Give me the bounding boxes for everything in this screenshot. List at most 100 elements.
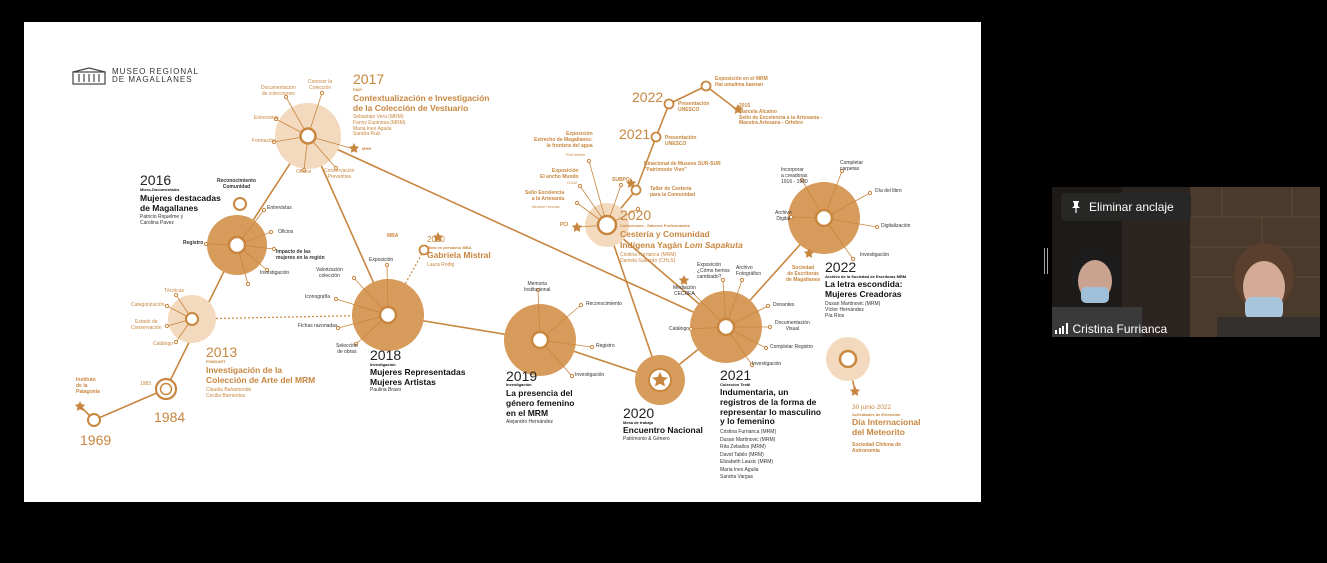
year-1969: 1969 <box>80 432 112 448</box>
n2022-met-tag: Actividades de Extensión <box>852 412 901 417</box>
year-2017: 2017 <box>353 71 385 87</box>
year-2018: 2018 <box>370 347 402 363</box>
n2016-spoke-3: Oficios <box>278 229 294 235</box>
n2020c-title2-main: Indígena Yagán <box>620 240 683 250</box>
n2022-spoke-1: Completar carpetas <box>840 160 864 172</box>
n2021-spoke-7: Completar Registro <box>770 344 814 350</box>
n2020c-spoke-3: Sello Excelencia a la Artesanía <box>525 190 565 202</box>
n2020c-spoke-1-tag: PNA Madrid <box>566 153 585 157</box>
chain-4-label: Exposición en el MRM Hai umalima kaenan <box>715 76 768 88</box>
n2018-title: Mujeres Representadas Mujeres Artistas <box>370 367 466 387</box>
n2021-tag: Colección Textil <box>720 382 751 387</box>
year-2013: 2013 <box>206 344 238 360</box>
n2021-authors: Cristina Furrianca (MRM) Dusan Martinovi… <box>720 429 777 480</box>
n2021-title: Indumentaria, un registros de la forma d… <box>720 387 822 427</box>
n2016-tag: Micro-Documentales <box>140 187 180 192</box>
n2022-met-sub: Sociedad Chilena de Astronomía <box>852 442 901 454</box>
n2013-spoke-4: Catálogo <box>153 341 174 347</box>
n2020c-title2: Indígena Yagán Lom Sapakuta <box>620 240 743 251</box>
n2020c-spoke-2-tag: CCLM <box>567 181 577 185</box>
n1969-label: Instituto de la Patagonia <box>76 377 100 395</box>
n2016-authors: Patricio Riquelme y Carolina Pavez <box>140 214 184 226</box>
n2013-tag: FONDART <box>206 359 226 364</box>
timeline-graphic <box>74 80 880 427</box>
n2016-spoke-6: Registro <box>183 240 204 246</box>
n2016-spoke-2: Entrevistas <box>267 205 292 211</box>
n2020c-title: Cestería y Comunidad <box>620 229 710 239</box>
n2019-tag: Investigación <box>506 382 532 387</box>
n2021-spoke-8: Investigación <box>752 361 782 367</box>
year-2021b: 2021 <box>720 367 752 383</box>
n2020c-spoke-6: PCI <box>560 222 569 228</box>
unpin-button[interactable]: Eliminar anclaje <box>1061 193 1191 221</box>
n2020c-spoke-1: Exposición Estrecho de Magallanes: la fr… <box>534 131 593 149</box>
participant-name: Cristina Furrianca <box>1072 321 1168 336</box>
n2017-tag: FAIP <box>353 87 362 92</box>
n2020c-title2-italic: Lom Sapakuta <box>684 240 743 250</box>
panel-resize-handle[interactable] <box>1044 248 1048 274</box>
n2017-star: MHN <box>362 146 372 151</box>
presentation-slide: MUSEO REGIONAL DE MAGALLANES 1969 Instit… <box>24 22 981 502</box>
n2018-spoke-5: Selección de obras <box>336 343 358 355</box>
n2017-spoke-2: Conocer la Colección <box>308 79 333 91</box>
n2016-title: Mujeres destacadas de Magallanes <box>140 193 221 213</box>
n2018-side-star: MBA <box>387 233 399 239</box>
n2021-spoke-3: Mediación CECREA <box>673 285 696 297</box>
n2021-spoke-1: Exposición ¿Cómo hemos cambiado? <box>697 262 730 280</box>
logo-line2: DE MAGALLANES <box>112 75 193 84</box>
n2022-spoke-2: Incorporar a creadoras 1916 - 1980 <box>781 167 808 185</box>
n2020c-spoke-3-tag: Mención Honrosa <box>532 205 560 209</box>
n2016-spoke-1: Reconocimiento Comunidad <box>217 178 256 190</box>
unpin-label: Eliminar anclaje <box>1089 200 1174 214</box>
n2017-authors: Sebastian Vera (MRM) Fanny Espinosa (MRM… <box>353 114 406 138</box>
n2017-spoke-6: Conservación Preventiva <box>324 168 355 180</box>
n2018-authors: Paulina Bravo <box>370 387 402 393</box>
n2018-tag: Investigación <box>370 362 396 367</box>
n2022-tag: Archivo de la Sociedad de Escritoras MRM <box>825 274 907 279</box>
n2017-spoke-4: Formación <box>252 138 276 144</box>
n2018-side-title: Gabriela Mistral <box>427 250 491 260</box>
n2022-star: Sociedad de Escritoras de Magallanes <box>786 265 821 283</box>
year-2019: 2019 <box>506 368 538 384</box>
n2020c-spoke-4: SUBPO <box>612 177 630 183</box>
year-2022a: 2022 <box>632 89 664 105</box>
n2017-spoke-3: Entrevistas <box>254 115 279 121</box>
logo-line1: MUSEO REGIONAL <box>112 66 199 76</box>
n2017-spoke-5: Oficios <box>296 169 312 175</box>
participant-name-bar: Cristina Furrianca <box>1052 320 1167 337</box>
n2020c-tag: Colecciones - Saberes Profesionales <box>620 223 691 228</box>
n2020-encuentro-title: Encuentro Nacional <box>623 425 703 435</box>
n2019-spoke-4: Investigación <box>575 372 605 378</box>
n2013-spoke-3: Estado de Conservación <box>131 319 162 331</box>
n2013-spoke-1: Técnicas <box>164 288 185 294</box>
n2022-met-title: Día Internacional del Meteorito <box>852 417 921 437</box>
n2022-authors: Dusan Martinovic (MRM) Víctor Hernández … <box>825 301 881 319</box>
year-2016: 2016 <box>140 172 172 188</box>
n2018-spoke-1: Exposición <box>369 257 394 263</box>
pin-icon <box>1071 200 1081 214</box>
n2021-spoke-2: Archivo Fotográfico <box>736 265 762 277</box>
n2022-spoke-6: Investigación <box>860 252 890 258</box>
year-2020a: 2020 <box>427 235 445 244</box>
museum-logo: MUSEO REGIONAL DE MAGALLANES <box>71 67 199 85</box>
chain-3-label: Presentación UNESCO <box>678 101 710 113</box>
n2013-title: Investigación de la Colección de Arte de… <box>206 365 316 385</box>
n2018-spoke-4: Fichas razonadas <box>298 323 338 329</box>
n2016-spoke-4: Impacto de las mujeres en la región <box>276 249 325 261</box>
chain-1-label: Binacional de Museos SUR-SUR "Patrimonio… <box>644 161 721 173</box>
n2019-spoke-2: Reconocimiento <box>586 301 622 307</box>
n2018-side-tag: Obra en préstamo MBA <box>427 245 472 250</box>
n2019-spoke-3: Registro <box>596 343 615 349</box>
n2016-spoke-5: Investigación <box>260 270 290 276</box>
chain-2-label: Presentación UNESCO <box>665 135 697 147</box>
museum-building-icon <box>71 67 107 85</box>
n2019-title: La presencia del género femenino en el M… <box>506 388 575 418</box>
n2022-title: La letra escondida: Mujeres Creadoras <box>825 279 903 299</box>
n2013-authors: Claudia Bahamonde Cecilia Barrientos <box>206 387 252 399</box>
n2017-spoke-1: Documentación de colecciones <box>261 85 296 97</box>
n2013-spoke-2: Categorización <box>131 302 165 308</box>
n2018-spoke-3: Iconografía <box>305 294 331 300</box>
signal-strength-icon <box>1055 323 1068 334</box>
n2020c-spoke-5: Taller de Cestería para la Comunidad <box>650 186 696 198</box>
n2019-spoke-1: Memoria Institucional <box>524 281 551 293</box>
